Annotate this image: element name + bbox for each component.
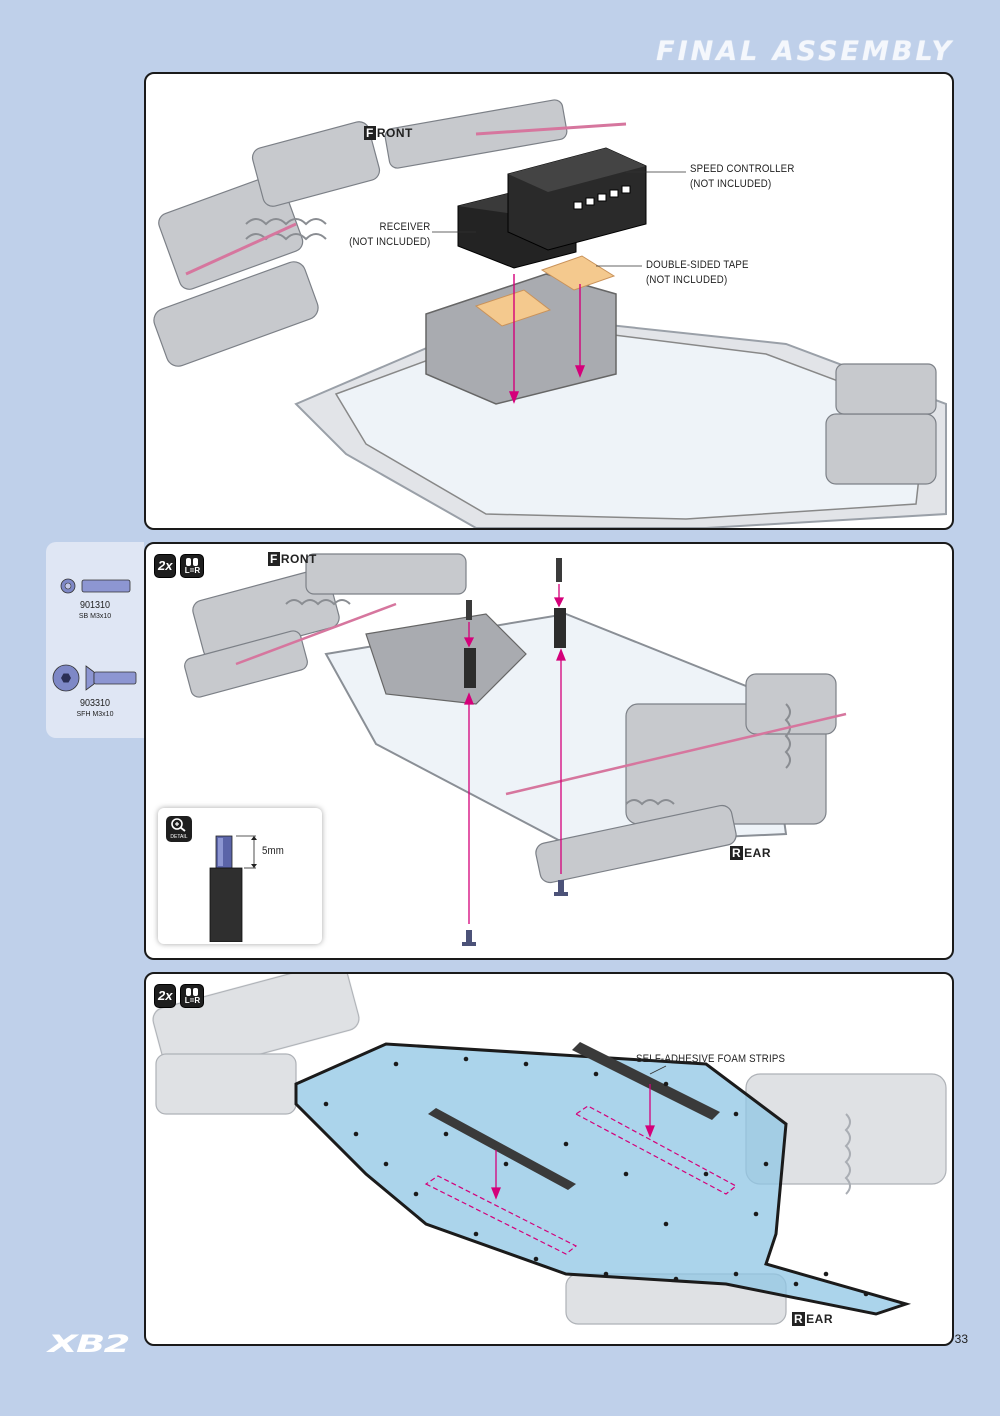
- brand-logo: XB2: [48, 1330, 130, 1358]
- chassis-illustration-3: [152, 974, 947, 1325]
- foam-strips-label: SELF-ADHESIVE FOAM STRIPS: [636, 1053, 786, 1065]
- part-code-903310: 903310: [79, 698, 111, 709]
- detail-inset: DETAIL 5mm: [158, 808, 322, 944]
- left-right-badge: L=R: [180, 984, 205, 1008]
- page-number: 33: [954, 1332, 968, 1346]
- chassis-illustration-1: [153, 99, 947, 528]
- quantity-badge: 2x: [154, 984, 177, 1008]
- step-badges: 2x L=R: [154, 554, 205, 578]
- detail-magnifier-icon: DETAIL: [166, 816, 192, 842]
- parts-list: 901310 SB M3x10 903310 SFH M3x10: [46, 542, 144, 738]
- page-title: FINAL ASSEMBLY: [656, 36, 954, 67]
- speed-controller-label: SPEED CONTROLLER(NOT INCLUDED): [690, 163, 795, 190]
- magnifier-icon: [171, 818, 186, 832]
- part-desc-903310: SFH M3x10: [76, 711, 114, 718]
- flat-head-screw-icon: [52, 664, 137, 692]
- quantity-badge: 2x: [154, 554, 177, 578]
- left-right-badge: L=R: [180, 554, 205, 578]
- step-badges: 2x L=R: [154, 984, 205, 1008]
- part-desc-901310: SB M3x10: [78, 613, 112, 620]
- left-right-icon: [186, 558, 199, 566]
- part-code-901310: 901310: [79, 600, 111, 611]
- detail-measure-label: 5mm: [262, 845, 285, 857]
- standoff-height-diagram: [209, 835, 257, 942]
- chassis-illustration-2: [184, 553, 847, 946]
- double-sided-tape-label: DOUBLE-SIDED TAPE(NOT INCLUDED): [646, 259, 749, 286]
- left-right-icon: [186, 988, 199, 996]
- standoff-icon: [60, 578, 131, 594]
- receiver-label: RECEIVER(NOT INCLUDED): [348, 221, 430, 248]
